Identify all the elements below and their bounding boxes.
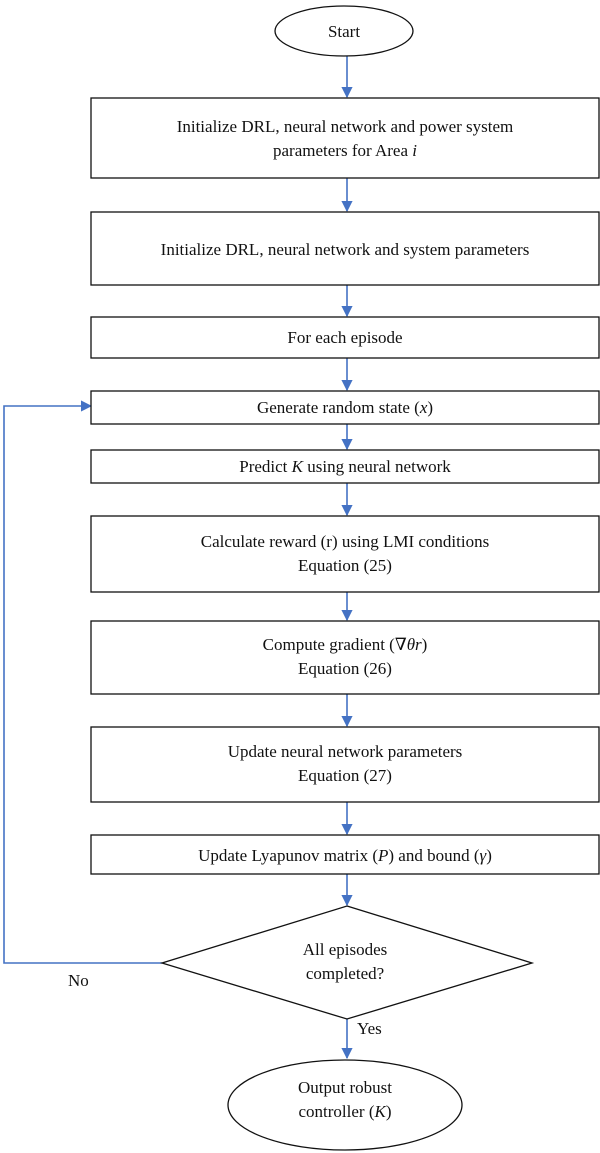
compute-grad-line: Compute gradient (∇θr) <box>263 635 428 654</box>
no-label: No <box>68 971 89 990</box>
start-line: Start <box>328 22 360 41</box>
output-label: Output robust controller (K) <box>298 1078 392 1121</box>
predict-k-label: Predict K using neural network <box>239 457 451 476</box>
node-labels: Start Initialize DRL, neural network and… <box>161 22 530 1121</box>
decision-line: All episodes <box>303 940 388 959</box>
predict-k-line: Predict K using neural network <box>239 457 451 476</box>
generate-state-label: Generate random state (x) <box>257 398 433 417</box>
compute-grad-line: Equation (26) <box>298 659 392 678</box>
init-area-label: Initialize DRL, neural network and power… <box>177 117 514 160</box>
update-lyap-box <box>90 834 600 875</box>
decision-line: completed? <box>306 964 384 983</box>
update-lyap-line: Update Lyapunov matrix (P) and bound (γ) <box>198 846 492 865</box>
for-each-label: For each episode <box>287 328 402 347</box>
connectors <box>3 56 353 1060</box>
decision-diamond <box>159 905 535 1020</box>
for-each-line: For each episode <box>287 328 402 347</box>
for-each-box <box>90 316 600 359</box>
generate-state-box <box>90 390 600 425</box>
generate-state-line: Generate random state (x) <box>257 398 433 417</box>
compute-grad-box <box>90 620 600 695</box>
shapes <box>90 5 600 1151</box>
update-lyap-label: Update Lyapunov matrix (P) and bound (γ) <box>198 846 492 865</box>
init-system-label: Initialize DRL, neural network and syste… <box>161 240 530 259</box>
init-area-line: Initialize DRL, neural network and power… <box>177 117 514 136</box>
update-nn-line: Update neural network parameters <box>228 742 463 761</box>
init-system-line: Initialize DRL, neural network and syste… <box>161 240 530 259</box>
calc-reward-label: Calculate reward (r) using LMI condition… <box>201 532 489 575</box>
decision-label: All episodes completed? <box>303 940 388 983</box>
output-terminator <box>227 1059 463 1151</box>
start-terminator <box>274 5 414 57</box>
update-nn-box <box>90 726 600 803</box>
output-line: controller (K) <box>298 1102 391 1121</box>
update-nn-line: Equation (27) <box>298 766 392 785</box>
output-line: Output robust <box>298 1078 392 1097</box>
compute-grad-label: Compute gradient (∇θr) Equation (26) <box>263 635 428 678</box>
init-system-box <box>90 211 600 286</box>
init-area-box <box>90 97 600 179</box>
calc-reward-line: Calculate reward (r) using LMI condition… <box>201 532 489 551</box>
predict-k-box <box>90 449 600 484</box>
arrow-decision-no-loop <box>3 400 162 964</box>
calc-reward-line: Equation (25) <box>298 556 392 575</box>
start-label: Start <box>328 22 360 41</box>
calc-reward-box <box>90 515 600 593</box>
init-area-line: parameters for Area i <box>273 141 417 160</box>
yes-label: Yes <box>357 1019 382 1038</box>
